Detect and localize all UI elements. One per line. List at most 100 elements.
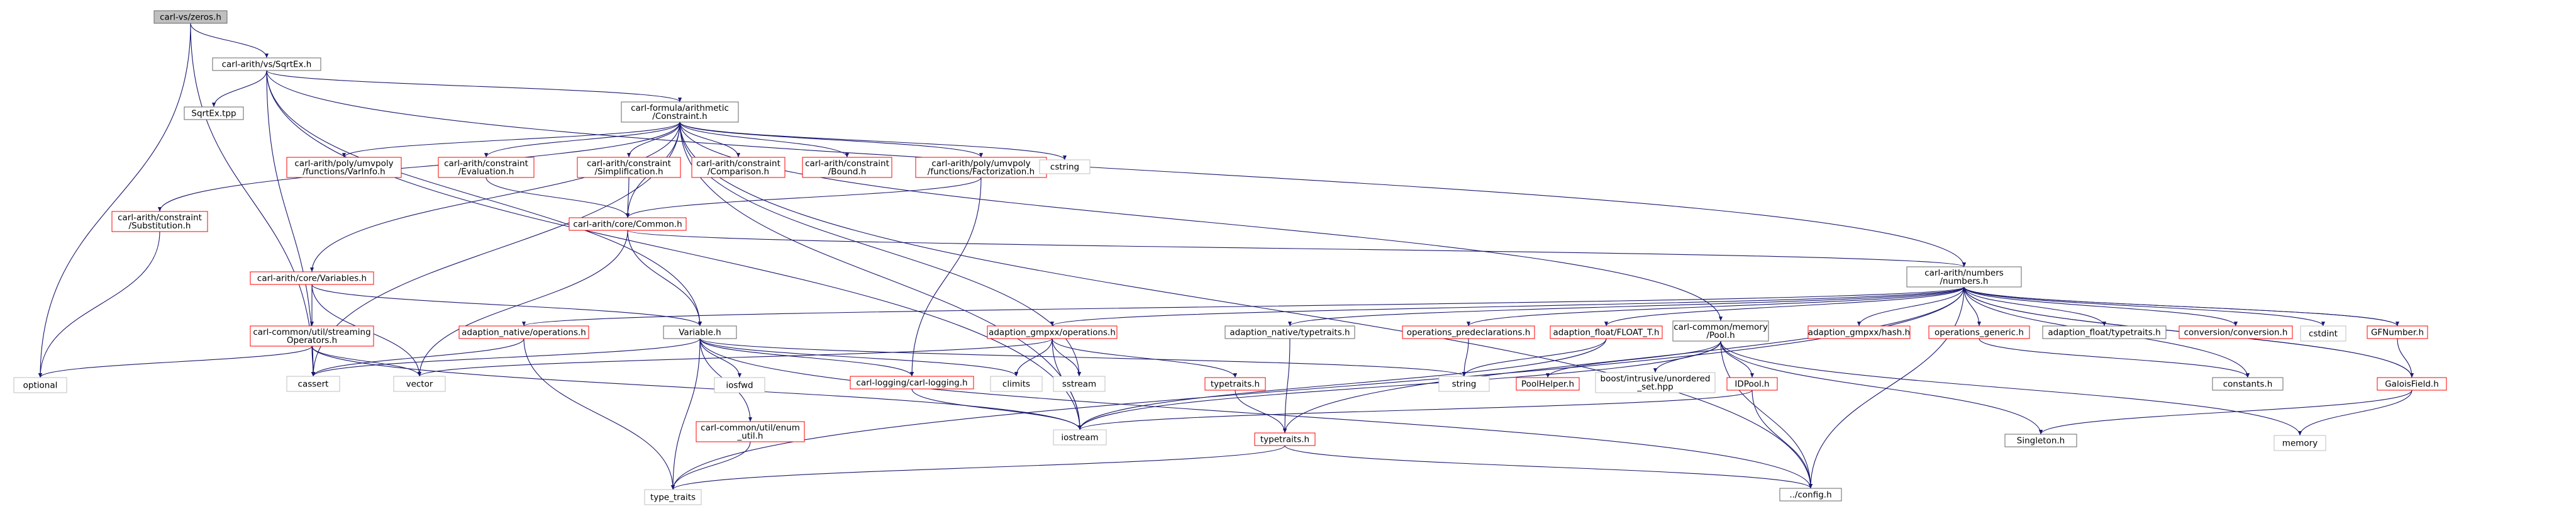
node-box — [2300, 325, 2346, 342]
edge-gfnumber-to-numbers — [1962, 286, 2398, 327]
edge-constraint-to-iostream — [679, 121, 1082, 430]
node-box — [438, 157, 535, 178]
edge-numbers-to-typetraits2 — [1282, 286, 1965, 434]
node-label: ../config.h — [1789, 490, 1831, 500]
node-label: cstring — [1050, 162, 1079, 172]
node-label: carl-vs/zeros.h — [160, 13, 221, 23]
edge-substitution-to-optional — [38, 231, 160, 378]
node-label: /functions/Factorization.h — [928, 167, 1035, 177]
node-bound[interactable]: carl-arith/constraint/Bound.h — [802, 157, 892, 178]
edge-variable-to-logging — [699, 338, 914, 377]
edge-constraint-to-factorization — [679, 121, 983, 158]
node-floatt[interactable]: adaption_float/FLOAT_T.h — [1550, 325, 1663, 339]
node-adnops[interactable]: adaption_native/operations.h — [458, 325, 589, 339]
node-galoisfield[interactable]: GaloisField.h — [2377, 377, 2447, 391]
edge-gmpxxops-to-sstream — [1052, 338, 1082, 377]
edge-idpool-to-config — [1752, 390, 1813, 489]
edge-sqrtex-to-iostream — [266, 70, 1082, 430]
node-typetraits2[interactable]: typetraits.h — [1254, 432, 1316, 446]
node-constraint[interactable]: carl-formula/arithmetic/Constraint.h — [621, 101, 739, 123]
node-gmpxxops[interactable]: adaption_gmpxx/operations.h — [987, 325, 1118, 339]
node-box — [2367, 325, 2428, 339]
node-common[interactable]: carl-arith/core/Common.h — [569, 217, 687, 231]
edge-constraint-to-simplification — [626, 121, 680, 158]
node-simplification[interactable]: carl-arith/constraint/Simplification.h — [577, 157, 681, 178]
node-box — [802, 157, 892, 178]
node-variable[interactable]: Variable.h — [663, 325, 737, 339]
edge-sqrtex-to-numbers — [266, 70, 1966, 267]
edge-adnops-to-cassert — [311, 338, 525, 377]
node-label: adaption_native/typetraits.h — [1230, 328, 1350, 338]
node-floattypetraits[interactable]: adaption_float/typetraits.h — [2042, 325, 2167, 339]
node-gmpxxhash[interactable]: adaption_gmpxx/hash.h — [1807, 325, 1911, 339]
edge-common-to-vector — [417, 230, 628, 377]
node-opsgeneric[interactable]: operations_generic.h — [1928, 325, 2030, 339]
node-sqrtex[interactable]: carl-arith/vs/SqrtEx.h — [212, 57, 321, 71]
node-conversion[interactable]: conversion/conversion.h — [2179, 325, 2293, 339]
node-label: carl-arith/vs/SqrtEx.h — [222, 60, 312, 70]
node-typetraits1[interactable]: typetraits.h — [1204, 377, 1266, 391]
node-iostream: iostream — [1053, 429, 1107, 446]
node-box — [1053, 429, 1107, 446]
node-numbers[interactable]: carl-arith/numbers/numbers.h — [1906, 266, 2022, 288]
edge-numbers-to-nativetypetraits — [1288, 286, 1965, 327]
node-label: _util.h — [737, 431, 763, 441]
node-pool[interactable]: carl-common/memory/Pool.h — [1672, 320, 1769, 342]
node-constants[interactable]: constants.h — [2212, 377, 2284, 391]
node-label: /Pool.h — [1706, 330, 1735, 340]
node-label: constants.h — [2223, 379, 2273, 390]
node-label: operations_predeclarations.h — [1407, 328, 1531, 338]
node-variables[interactable]: carl-arith/core/Variables.h — [250, 271, 374, 285]
node-box — [393, 376, 446, 392]
node-singleton[interactable]: Singleton.h — [2004, 434, 2077, 447]
node-sqrtextpp[interactable]: SqrtEx.tpp — [184, 106, 244, 120]
edge-sqrtex-to-sqrtextpp — [211, 70, 267, 108]
edge-typetraits1-to-typetraits2 — [1235, 390, 1287, 434]
edge-gmpxxops-to-typetraits1 — [1052, 338, 1238, 378]
node-gfnumber[interactable]: GFNumber.h — [2367, 325, 2428, 339]
edge-galoisfield-to-memory — [2297, 390, 2412, 436]
node-typetraits_std: type_traits — [644, 489, 702, 505]
edge-constraint-to-bound — [679, 121, 850, 158]
node-comparison[interactable]: carl-arith/constraint/Comparison.h — [691, 157, 786, 178]
node-box — [2273, 435, 2326, 451]
node-label: carl-common/memory — [1674, 322, 1768, 332]
edge-common-to-variable — [627, 230, 702, 327]
node-box — [714, 377, 765, 393]
edge-numbers-to-adnops — [522, 286, 1965, 327]
node-label: adaption_native/operations.h — [462, 328, 586, 338]
node-box — [153, 10, 228, 24]
edge-streamops-to-vector — [311, 345, 422, 377]
node-box — [1053, 376, 1106, 392]
node-config[interactable]: ../config.h — [1779, 488, 1842, 502]
node-opspredecl[interactable]: operations_predeclarations.h — [1402, 325, 1535, 339]
node-box — [1438, 376, 1490, 392]
node-poolhelper[interactable]: PoolHelper.h — [1516, 377, 1580, 391]
node-root[interactable]: carl-vs/zeros.h — [153, 10, 228, 24]
node-nativetypetraits[interactable]: adaption_native/typetraits.h — [1224, 325, 1355, 339]
node-evaluation[interactable]: carl-arith/constraint/Evaluation.h — [438, 157, 535, 178]
node-label: boost/intrusive/unordered — [1601, 374, 1711, 384]
node-logging[interactable]: carl-logging/carl-logging.h — [850, 376, 974, 390]
node-label: carl-formula/arithmetic — [631, 103, 729, 113]
edge-opspredecl-to-string — [1462, 338, 1469, 377]
node-substitution[interactable]: carl-arith/constraint/Substitution.h — [111, 211, 208, 232]
node-enumutil[interactable]: carl-common/util/enum_util.h — [696, 421, 805, 442]
node-box — [1204, 377, 1266, 391]
node-label: carl-common/util/enum — [701, 423, 800, 433]
edge-gmpxxops-to-climits — [1014, 338, 1053, 377]
node-box — [1807, 325, 1911, 339]
node-factorization[interactable]: carl-arith/poly/umvpoly/functions/Factor… — [915, 157, 1047, 178]
edge-variable-to-config — [699, 338, 1813, 489]
edge-pool-to-singleton — [1720, 340, 2043, 435]
node-label: cassert — [298, 379, 329, 390]
edge-pool-to-poolhelper — [1545, 340, 1721, 378]
node-label: adaption_gmpxx/hash.h — [1808, 328, 1910, 338]
edge-sqrtex-to-cassert — [266, 70, 316, 377]
node-label: string — [1452, 379, 1477, 390]
edge-pool-to-memory — [1720, 340, 2302, 436]
edge-numbers-to-floattypetraits — [1963, 286, 2107, 327]
node-varinfo[interactable]: carl-arith/poly/umvpoly/functions/VarInf… — [286, 157, 402, 178]
node-idpool[interactable]: IDPool.h — [1726, 377, 1778, 391]
